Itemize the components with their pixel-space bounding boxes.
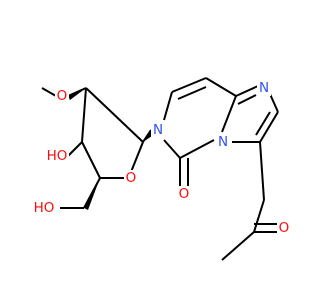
atom-o-ketone: O [277,220,291,236]
stereo-bonds [68,88,155,210]
bond [41,87,57,97]
wedge-bond [68,88,86,100]
bond [163,139,181,159]
bond [235,85,259,97]
bond [259,141,265,201]
bond [255,111,271,136]
bond [205,77,237,97]
atom-label: HO [34,200,55,216]
bond [67,141,83,157]
atom-o-ring: O [124,170,138,186]
bond [221,231,255,261]
bond-layer [41,77,282,261]
atom-label: O [279,220,290,236]
atom-labels: O HO N O O N N O [30,80,291,236]
atom-label: N [218,134,228,150]
atom-ho-ring: HO [45,148,69,164]
atom-label: O [179,186,190,202]
atom-o-methoxy: O [55,88,69,104]
atom-label: N [153,122,163,138]
atom-o-carbonyl: O [177,186,191,202]
bond [163,91,173,121]
bond [253,199,265,233]
bond [85,87,144,143]
bond [269,93,279,113]
bond [237,94,257,105]
wedge-bond [84,178,100,210]
atom-ho-methyl: HO [30,200,58,216]
bond [171,77,207,93]
atom-label: O [57,88,68,104]
atom-n-bridge: N [216,134,230,150]
bond [81,141,101,179]
structure-svg: O HO N O O N N O [30,77,291,261]
bond [259,111,279,143]
atom-label: O [126,170,137,186]
bond [179,139,215,159]
molecule-diagram: O HO N O O N N O [30,77,291,261]
atom-n-ring: N [151,122,165,138]
bond [81,87,87,143]
atom-label: N [259,80,269,96]
atom-n-imidazole: N [257,80,271,96]
atom-label: HO [47,148,68,164]
bond [130,141,144,173]
bond [177,86,207,100]
bond [221,95,237,133]
